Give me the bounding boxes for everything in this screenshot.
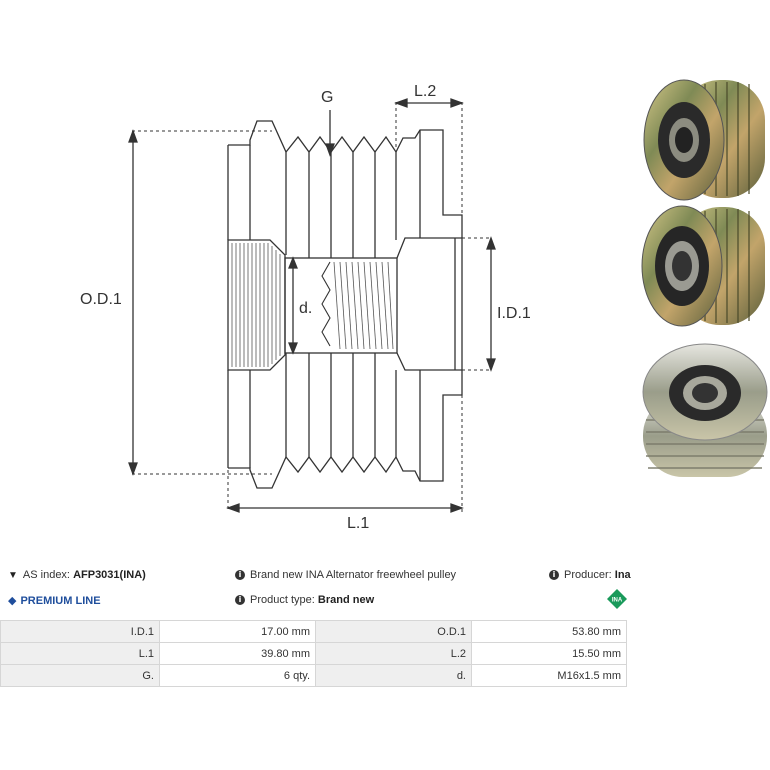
product-type-value: Brand new xyxy=(317,594,375,606)
specs-table: I.D.1 17.00 mm O.D.1 53.80 mm L.1 39.80 … xyxy=(0,620,627,687)
label-g: G xyxy=(321,89,333,106)
spec-value: M16x1.5 mm xyxy=(471,664,627,687)
as-index-label: AS index: xyxy=(22,569,70,581)
spec-value: 17.00 mm xyxy=(159,620,316,643)
spec-label: L.2 xyxy=(315,642,472,665)
label-l2: L.2 xyxy=(414,83,436,100)
product-type-label: Product type: xyxy=(250,594,315,606)
as-index-row: ▼ AS index: AFP3031(INA) xyxy=(8,569,146,581)
product-photos xyxy=(641,79,768,477)
thread-hatching xyxy=(321,261,394,350)
pulley-photo-1 xyxy=(643,79,765,201)
info-icon: i xyxy=(235,570,245,580)
producer-value: Ina xyxy=(614,569,631,581)
premium-line-label: PREMIUM LINE xyxy=(20,594,101,607)
info-icon: i xyxy=(549,570,559,580)
spec-label: I.D.1 xyxy=(0,620,160,643)
producer-row: i Producer: Ina xyxy=(549,569,631,581)
spec-label: G. xyxy=(0,664,160,687)
description-row: i Brand new INA Alternator freewheel pul… xyxy=(235,569,456,581)
product-type-row: i Product type: Brand new xyxy=(235,594,374,606)
label-l1: L.1 xyxy=(347,515,369,532)
spline-hub xyxy=(227,239,286,371)
ina-logo-icon: INA xyxy=(607,589,627,609)
label-od1: O.D.1 xyxy=(80,291,122,308)
pulley-photo-2 xyxy=(641,205,765,327)
table-row: I.D.1 17.00 mm O.D.1 53.80 mm xyxy=(0,620,627,643)
threaded-bore xyxy=(284,257,398,354)
label-id1: I.D.1 xyxy=(497,305,531,322)
ina-logo-text: INA xyxy=(612,598,623,604)
spec-label: O.D.1 xyxy=(315,620,472,643)
spec-value: 6 qty. xyxy=(159,664,316,687)
bearing-block xyxy=(396,237,463,371)
info-icon: i xyxy=(235,595,245,605)
premium-line-row: ◆ PREMIUM LINE xyxy=(8,594,101,608)
description-text: Brand new INA Alternator freewheel pulle… xyxy=(250,569,457,581)
spec-label: L.1 xyxy=(0,642,160,665)
technical-drawing: G L.2 O.D.1 d. I.D.1 L.1 xyxy=(80,83,531,532)
spec-value: 15.50 mm xyxy=(471,642,627,665)
spec-value: 53.80 mm xyxy=(471,620,627,643)
diamond-icon: ◆ xyxy=(8,595,17,607)
label-d: d. xyxy=(299,300,312,317)
producer-label: Producer: xyxy=(564,569,612,581)
pulley-photo-3 xyxy=(642,343,768,477)
spec-label: d. xyxy=(315,664,472,687)
spec-value: 39.80 mm xyxy=(159,642,316,665)
table-row: G. 6 qty. d. M16x1.5 mm xyxy=(0,664,627,687)
spline-hatching xyxy=(231,243,281,367)
table-row: L.1 39.80 mm L.2 15.50 mm xyxy=(0,642,627,665)
as-index-value: AFP3031(INA) xyxy=(73,569,146,581)
tag-icon: ▼ xyxy=(8,569,18,581)
